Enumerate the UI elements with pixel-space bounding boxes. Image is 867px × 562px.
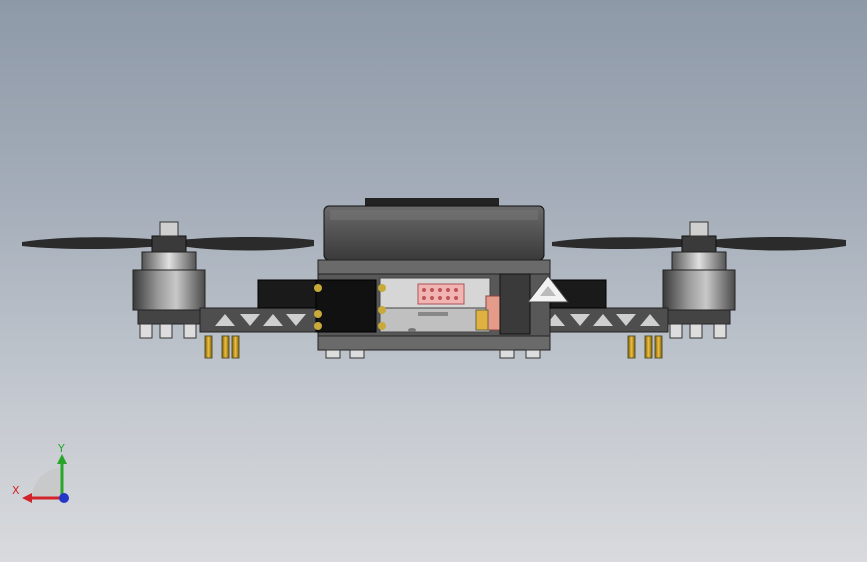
x-axis-head	[22, 493, 32, 503]
triad-plane	[32, 468, 62, 498]
battery-box	[323, 198, 545, 261]
antenna-mount	[526, 275, 570, 303]
right-propeller	[552, 221, 846, 253]
pink-connector	[417, 283, 465, 305]
coordinate-triad: Y X	[12, 442, 69, 503]
right-motor	[662, 251, 736, 339]
right-arm	[529, 307, 669, 359]
z-axis-dot	[59, 493, 69, 503]
bottom-standoffs	[325, 349, 541, 359]
left-esc	[257, 279, 386, 333]
right-esc	[475, 273, 607, 335]
board-detail	[408, 312, 448, 332]
left-motor	[132, 251, 206, 339]
left-propeller	[22, 221, 314, 253]
y-axis-head	[57, 454, 67, 464]
x-axis-label: X	[12, 484, 20, 497]
y-axis-label: Y	[57, 442, 65, 455]
left-arm	[199, 307, 321, 359]
